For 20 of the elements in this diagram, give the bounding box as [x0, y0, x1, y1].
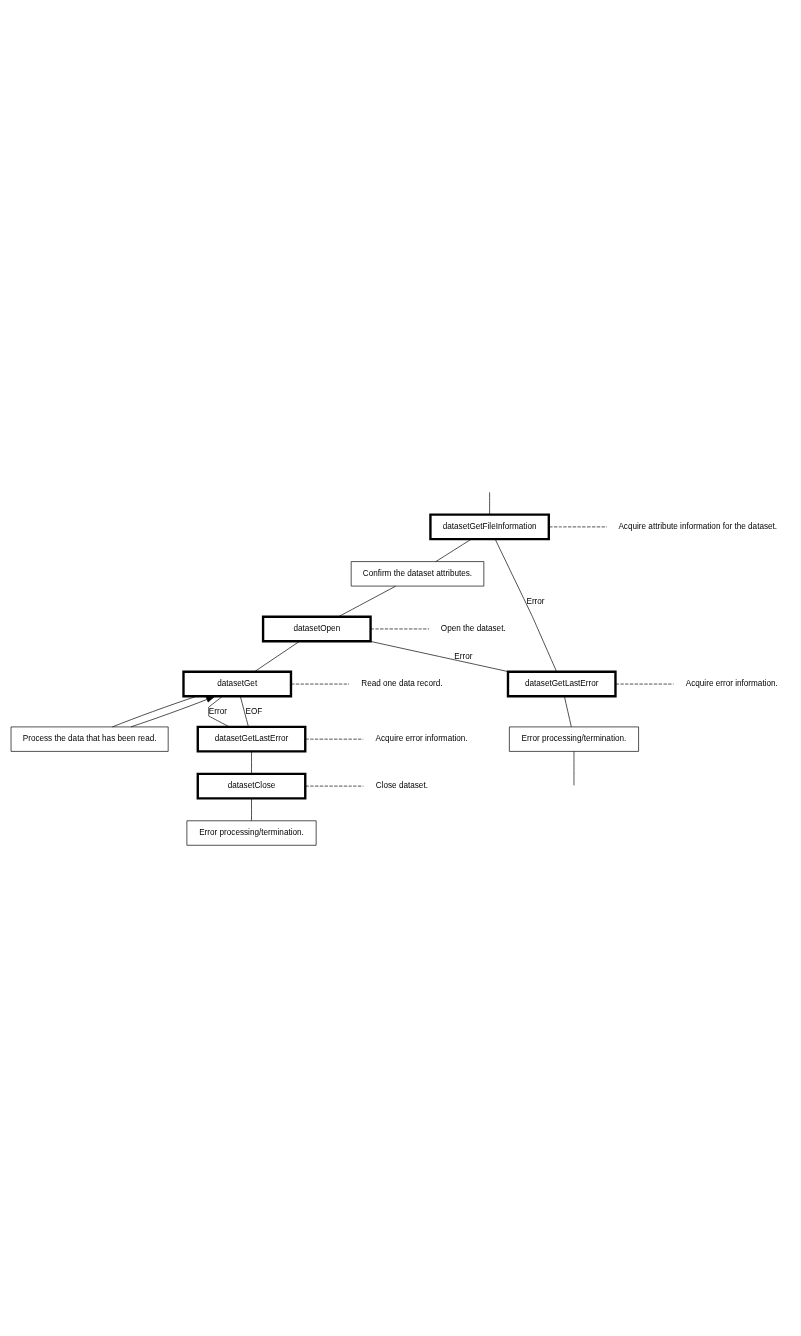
connector	[254, 640, 300, 672]
connector	[489, 491, 490, 515]
connector	[370, 628, 430, 629]
connector	[615, 683, 674, 684]
connector	[369, 640, 510, 672]
connector	[290, 683, 350, 684]
connector	[112, 695, 197, 727]
connector	[305, 785, 364, 786]
connector	[573, 750, 575, 786]
connector	[564, 695, 572, 727]
connector	[435, 538, 472, 562]
connector	[548, 526, 608, 527]
connector	[251, 750, 252, 774]
connector	[251, 797, 252, 821]
connector	[240, 695, 249, 727]
arrow	[130, 695, 215, 727]
connector	[338, 585, 396, 617]
connector	[208, 695, 230, 727]
connector	[494, 538, 557, 672]
connector	[305, 738, 364, 739]
